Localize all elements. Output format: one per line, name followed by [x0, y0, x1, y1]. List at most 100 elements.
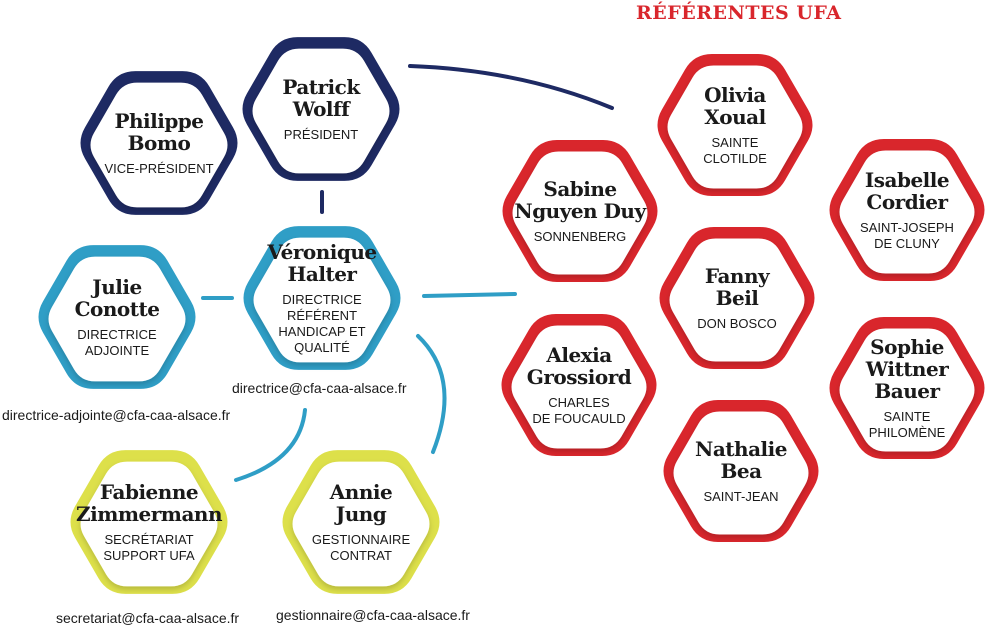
person-role-line: VICE-PRÉSIDENT: [104, 160, 214, 176]
connector-veronique-referents: [422, 292, 517, 298]
person-name: Véronique: [267, 239, 377, 264]
person-name: Patrick: [282, 74, 360, 99]
person-role-line: PRÉSIDENT: [283, 126, 359, 142]
person-name: Bomo: [127, 130, 191, 155]
person-role-line: DON BOSCO: [697, 315, 777, 331]
hexagon-inner-patrick: [252, 48, 390, 174]
person-name: Cordier: [866, 189, 948, 214]
person-name: Wittner: [865, 356, 949, 381]
person-name: Nathalie: [695, 436, 787, 461]
person-role-line: CONTRAT: [330, 547, 392, 563]
person-name: Isabelle: [864, 167, 950, 192]
person-name: Sabine: [543, 176, 617, 201]
person-role-line: HANDICAP ET: [278, 323, 366, 339]
email-directrice-adjointe[interactable]: directrice-adjointe@cfa-caa-alsace.fr: [2, 407, 231, 423]
hexagon-inner-fanny: [669, 238, 805, 362]
person-role-line: CHARLES: [548, 394, 610, 410]
person-name: Halter: [287, 261, 357, 286]
person-role-line: SAINT-JEAN: [703, 488, 779, 504]
person-role: DON BOSCO: [697, 316, 776, 332]
person-name: Nguyen Duy: [514, 198, 646, 223]
hexagon-inner-sabine: [512, 151, 648, 275]
person-name: Bauer: [874, 378, 940, 403]
person-role-line: DIRECTRICE: [77, 326, 157, 342]
person-role-line: SAINTE: [883, 408, 931, 424]
person-role: VICE-PRÉSIDENT: [104, 161, 213, 177]
connector-veronique-annie: [416, 334, 447, 454]
person-role-line: CLOTILDE: [703, 150, 767, 166]
person-name: Beil: [715, 285, 759, 310]
connector-lines: [201, 64, 614, 482]
person-name: Fanny: [704, 263, 770, 288]
hexagon-inner-veronique: [253, 237, 391, 363]
hexagon-inner-fabienne: [80, 461, 218, 587]
person-name: Olivia: [704, 82, 766, 107]
person-role-line: GESTIONNAIRE: [311, 531, 411, 547]
person-role-line: DE FOUCAULD: [532, 410, 626, 426]
hexagon-inner-alexia: [511, 325, 647, 449]
hexagon-inner-olivia: [667, 65, 803, 189]
person-role: SAINT-JEAN: [703, 489, 778, 505]
person-name: Sophie: [870, 334, 944, 359]
email-secretariat[interactable]: secretariat@cfa-caa-alsace.fr: [56, 610, 240, 626]
person-name: Grossiord: [526, 364, 632, 389]
person-role-line: SONNENBERG: [533, 228, 627, 244]
person-name: Julie: [92, 274, 142, 299]
person-role-line: QUALITÉ: [294, 339, 350, 355]
hexagon-inner-julie: [48, 256, 186, 382]
connector-veronique-fabienne: [234, 408, 307, 482]
person-role-line: SECRÉTARIAT: [104, 531, 194, 547]
person-name: Philippe: [114, 108, 204, 133]
person-role-line: DIRECTRICE: [282, 291, 362, 307]
person-role-line: DE CLUNY: [874, 235, 940, 251]
person-name: Conotte: [74, 296, 160, 321]
person-role-line: RÉFÉRENT: [286, 307, 358, 323]
hexagon-inner-annie: [292, 461, 430, 587]
ufa-referents-title: RÉFÉRENTES UFA: [636, 2, 842, 24]
person-name: Zimmermann: [76, 501, 223, 526]
person-name: Jung: [335, 501, 387, 526]
person-name: Fabienne: [99, 479, 199, 504]
person-name: Bea: [720, 458, 762, 483]
connector-patrick-referents: [408, 64, 614, 110]
hexagon-inner-philippe: [90, 82, 228, 208]
email-gestionnaire[interactable]: gestionnaire@cfa-caa-alsace.fr: [276, 607, 470, 623]
person-role-line: ADJOINTE: [84, 342, 150, 358]
person-name: Xoual: [704, 104, 766, 129]
person-name: Wolff: [292, 96, 350, 121]
person-role: PRÉSIDENT: [284, 127, 358, 143]
person-name: Alexia: [546, 342, 612, 367]
hexagon-nodes: [38, 37, 985, 594]
person-name: Annie: [329, 479, 393, 504]
person-role: SONNENBERG: [534, 229, 626, 245]
person-role-line: SAINT-JOSEPH: [860, 219, 954, 235]
hexagon-inner-isabelle: [839, 150, 975, 274]
email-directrice[interactable]: directrice@cfa-caa-alsace.fr: [232, 380, 407, 396]
person-role-line: SUPPORT UFA: [103, 547, 195, 563]
person-role-line: PHILOMÈNE: [868, 424, 946, 440]
hexagon-inner-nathalie: [673, 411, 809, 535]
